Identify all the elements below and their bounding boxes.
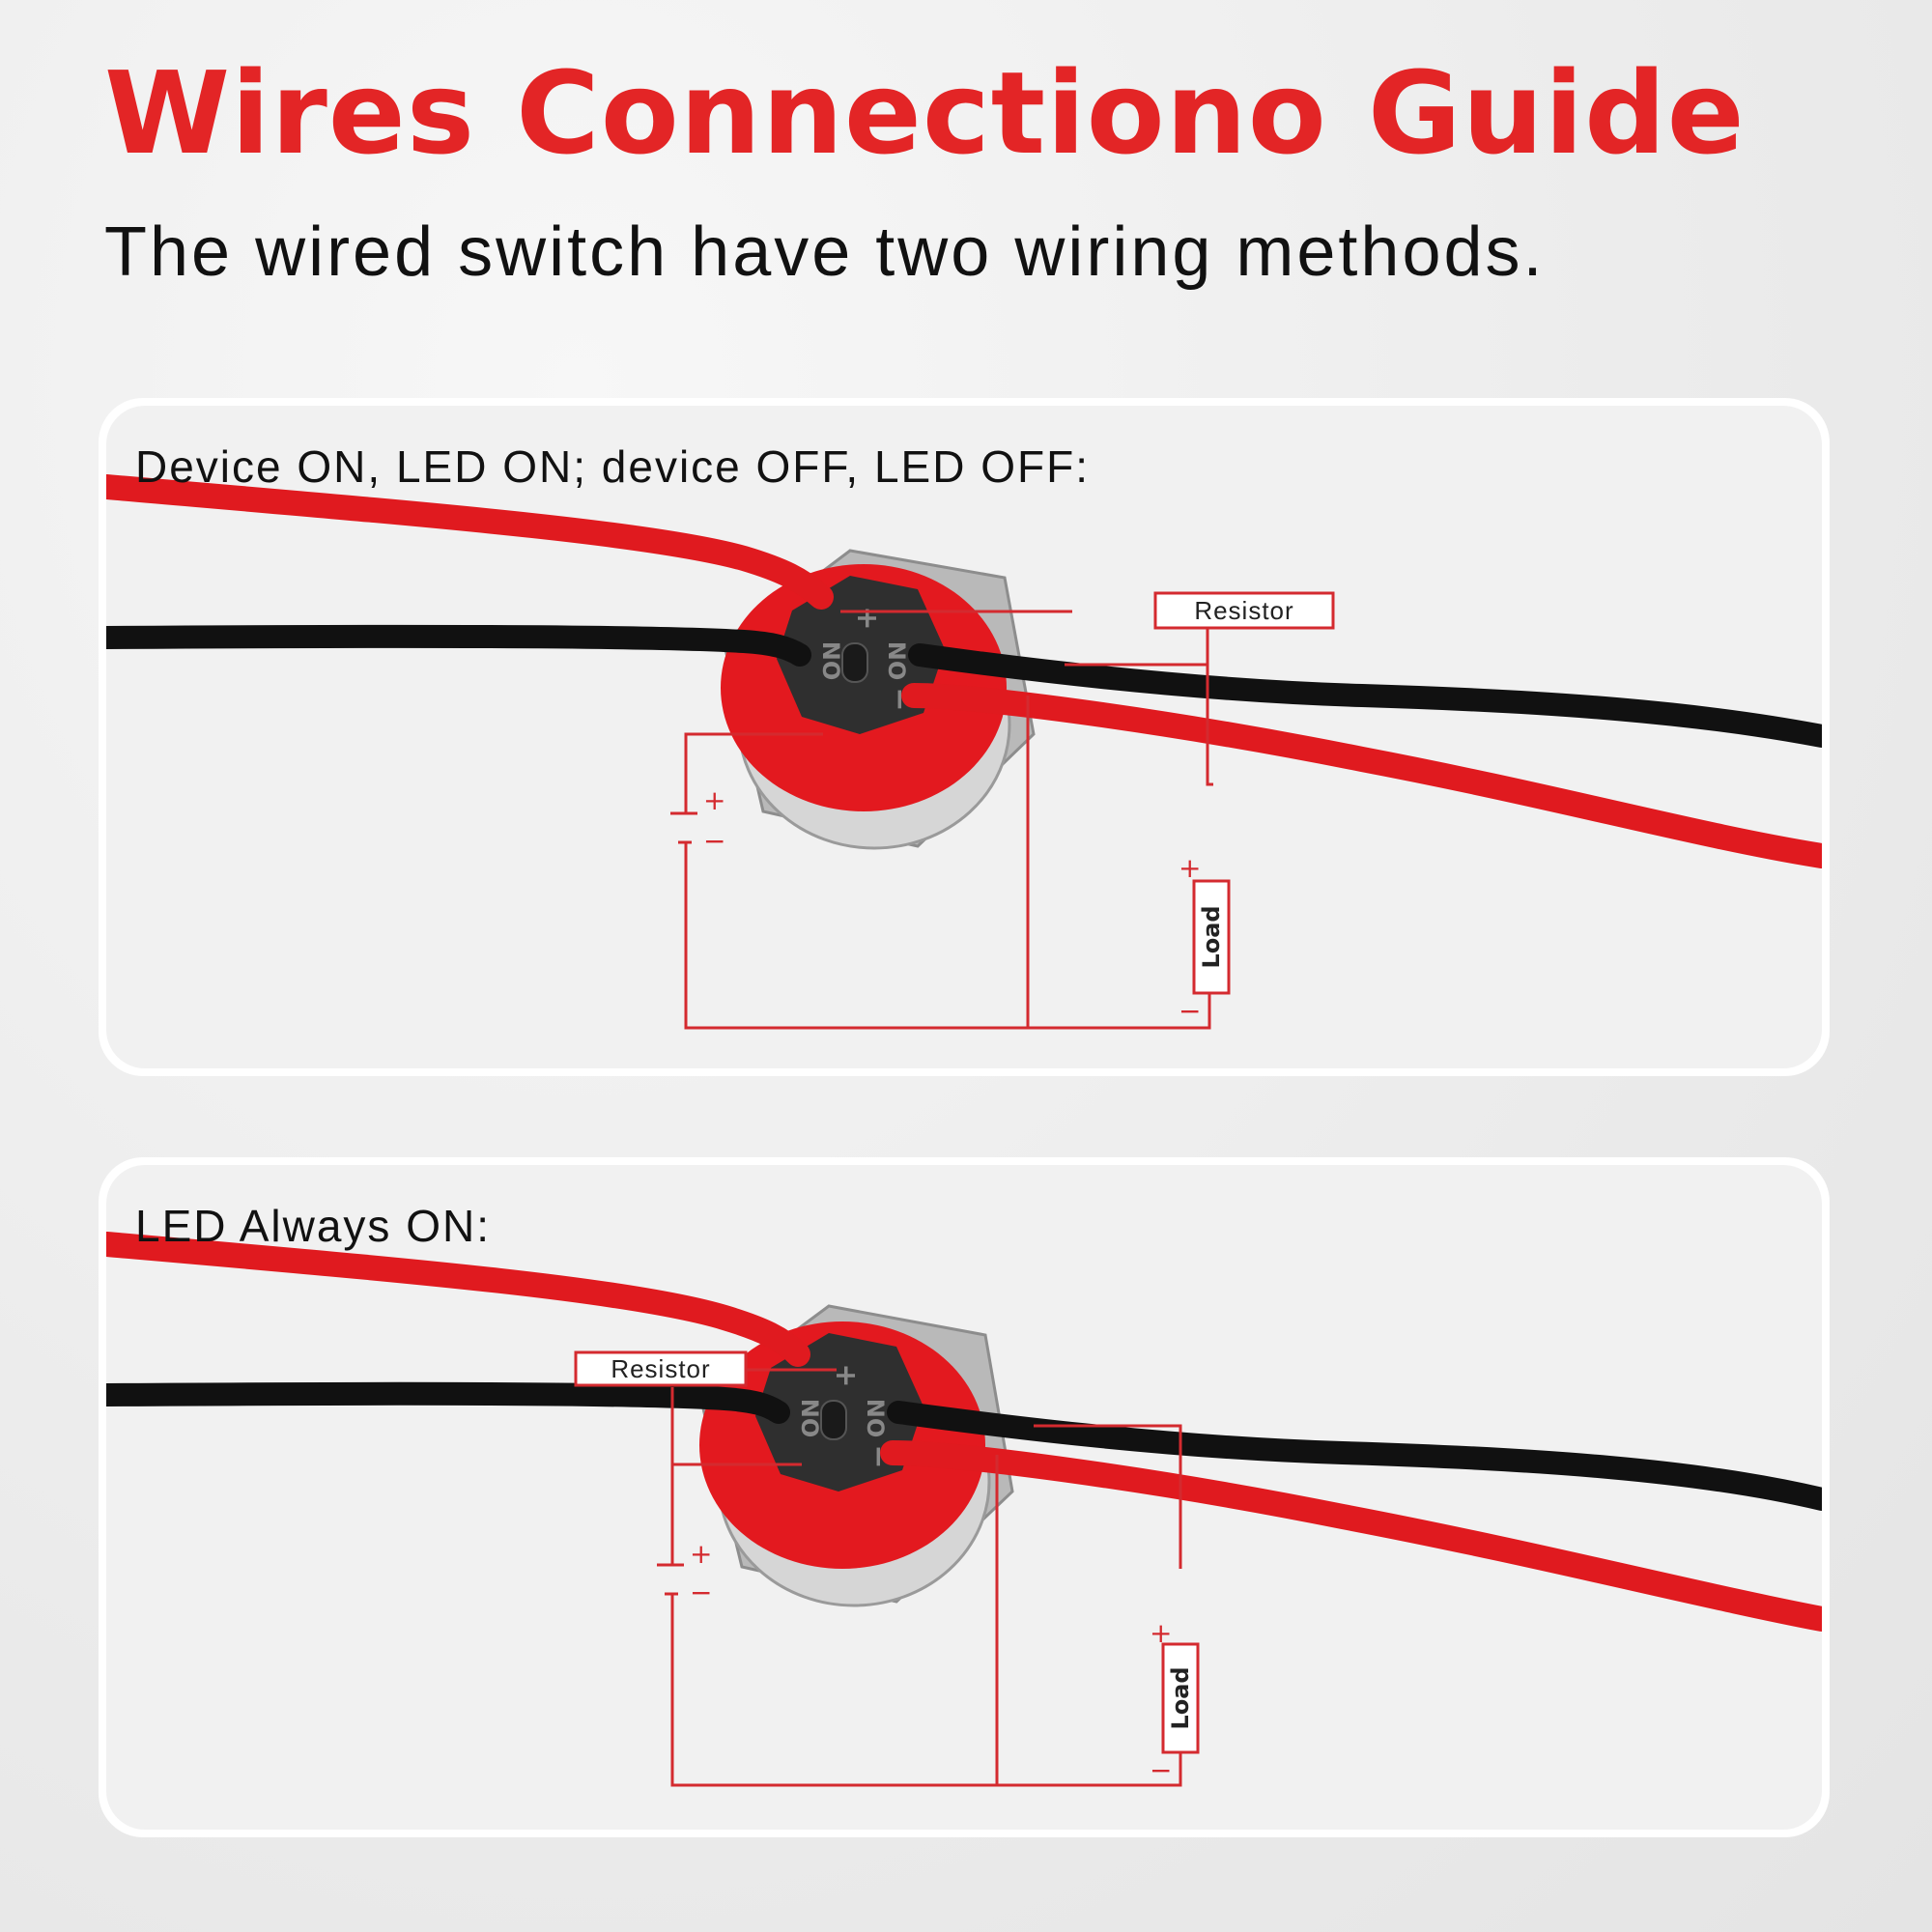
resistor-box: Resistor xyxy=(1153,591,1335,630)
switch-label-plus: + xyxy=(850,606,884,630)
load-label: Load xyxy=(1167,1666,1194,1729)
switch-label-no-left: NO xyxy=(817,641,844,681)
battery-plus-sign: + xyxy=(690,1538,712,1570)
resistor-label: Resistor xyxy=(1194,596,1293,625)
load-return-line xyxy=(997,1745,1182,1787)
red-wire-negative xyxy=(901,683,1822,868)
center-slot xyxy=(841,642,868,683)
red-wire-positive xyxy=(106,1232,810,1367)
load-positive-line xyxy=(1206,626,1213,786)
load-plus-sign: + xyxy=(1150,1617,1172,1649)
page-subtitle: The wired switch have two wiring methods… xyxy=(104,213,1546,291)
resistor-frame xyxy=(574,1350,748,1387)
red-wire-positive xyxy=(106,474,834,610)
battery-negative-line xyxy=(684,696,1030,1030)
red-wire-negative xyxy=(880,1440,1822,1632)
panel-heading: Device ON, LED ON; device OFF, LED OFF: xyxy=(135,441,1090,492)
black-wire-no-right xyxy=(887,1401,1822,1511)
wiring-panel-led-always-on: LED Always ON: NO NO + − + − xyxy=(99,1157,1830,1837)
switch-label-plus: + xyxy=(829,1363,863,1387)
load-return-line xyxy=(1028,980,1211,1030)
panel-heading: LED Always ON: xyxy=(135,1201,491,1251)
switch-label-no-left: NO xyxy=(796,1399,823,1438)
battery-minus-sign: − xyxy=(690,1577,712,1608)
load-minus-sign: − xyxy=(1179,995,1201,1027)
black-wire-no-right xyxy=(908,643,1822,748)
black-wire-no-left xyxy=(106,1381,790,1424)
load-plus-sign: + xyxy=(1179,852,1201,884)
load-frame xyxy=(1161,1642,1200,1754)
switch-label-no-right: NO xyxy=(862,1399,889,1438)
wiring-scene: NO NO + − + − Resistor xyxy=(106,474,1822,1030)
page-title: Wires Connectiono Guide xyxy=(104,46,1746,180)
battery-minus-sign: − xyxy=(703,825,725,857)
battery-negative-line xyxy=(670,1455,999,1787)
center-slot xyxy=(820,1400,847,1440)
panel-inner: Device ON, LED ON; device OFF, LED OFF: … xyxy=(106,406,1822,1068)
resistor-label: Resistor xyxy=(611,1354,710,1383)
wiring-scene: NO NO + − + − Resistor Load + xyxy=(106,1232,1822,1787)
panel-inner: LED Always ON: NO NO + − + − xyxy=(106,1165,1822,1830)
wiring-panel-led-follows-device: Device ON, LED ON; device OFF, LED OFF: … xyxy=(99,398,1830,1076)
resistor-frame xyxy=(1153,591,1335,630)
no-right-tap xyxy=(1034,1424,1182,1569)
load-minus-sign: − xyxy=(1150,1754,1172,1786)
circuit-diagram xyxy=(657,1368,1182,1787)
load-box: Load + − xyxy=(1179,852,1231,1027)
circuit-diagram xyxy=(670,610,1213,1030)
load-label: Load xyxy=(1198,905,1225,968)
battery-plus-sign: + xyxy=(703,784,725,816)
load-box: Load + − xyxy=(1150,1617,1200,1786)
black-wire-no-left xyxy=(106,624,811,667)
load-frame xyxy=(1192,879,1231,995)
resistor-box: Resistor xyxy=(574,1350,748,1387)
switch-label-no-right: NO xyxy=(883,641,910,681)
battery-line xyxy=(684,732,823,813)
